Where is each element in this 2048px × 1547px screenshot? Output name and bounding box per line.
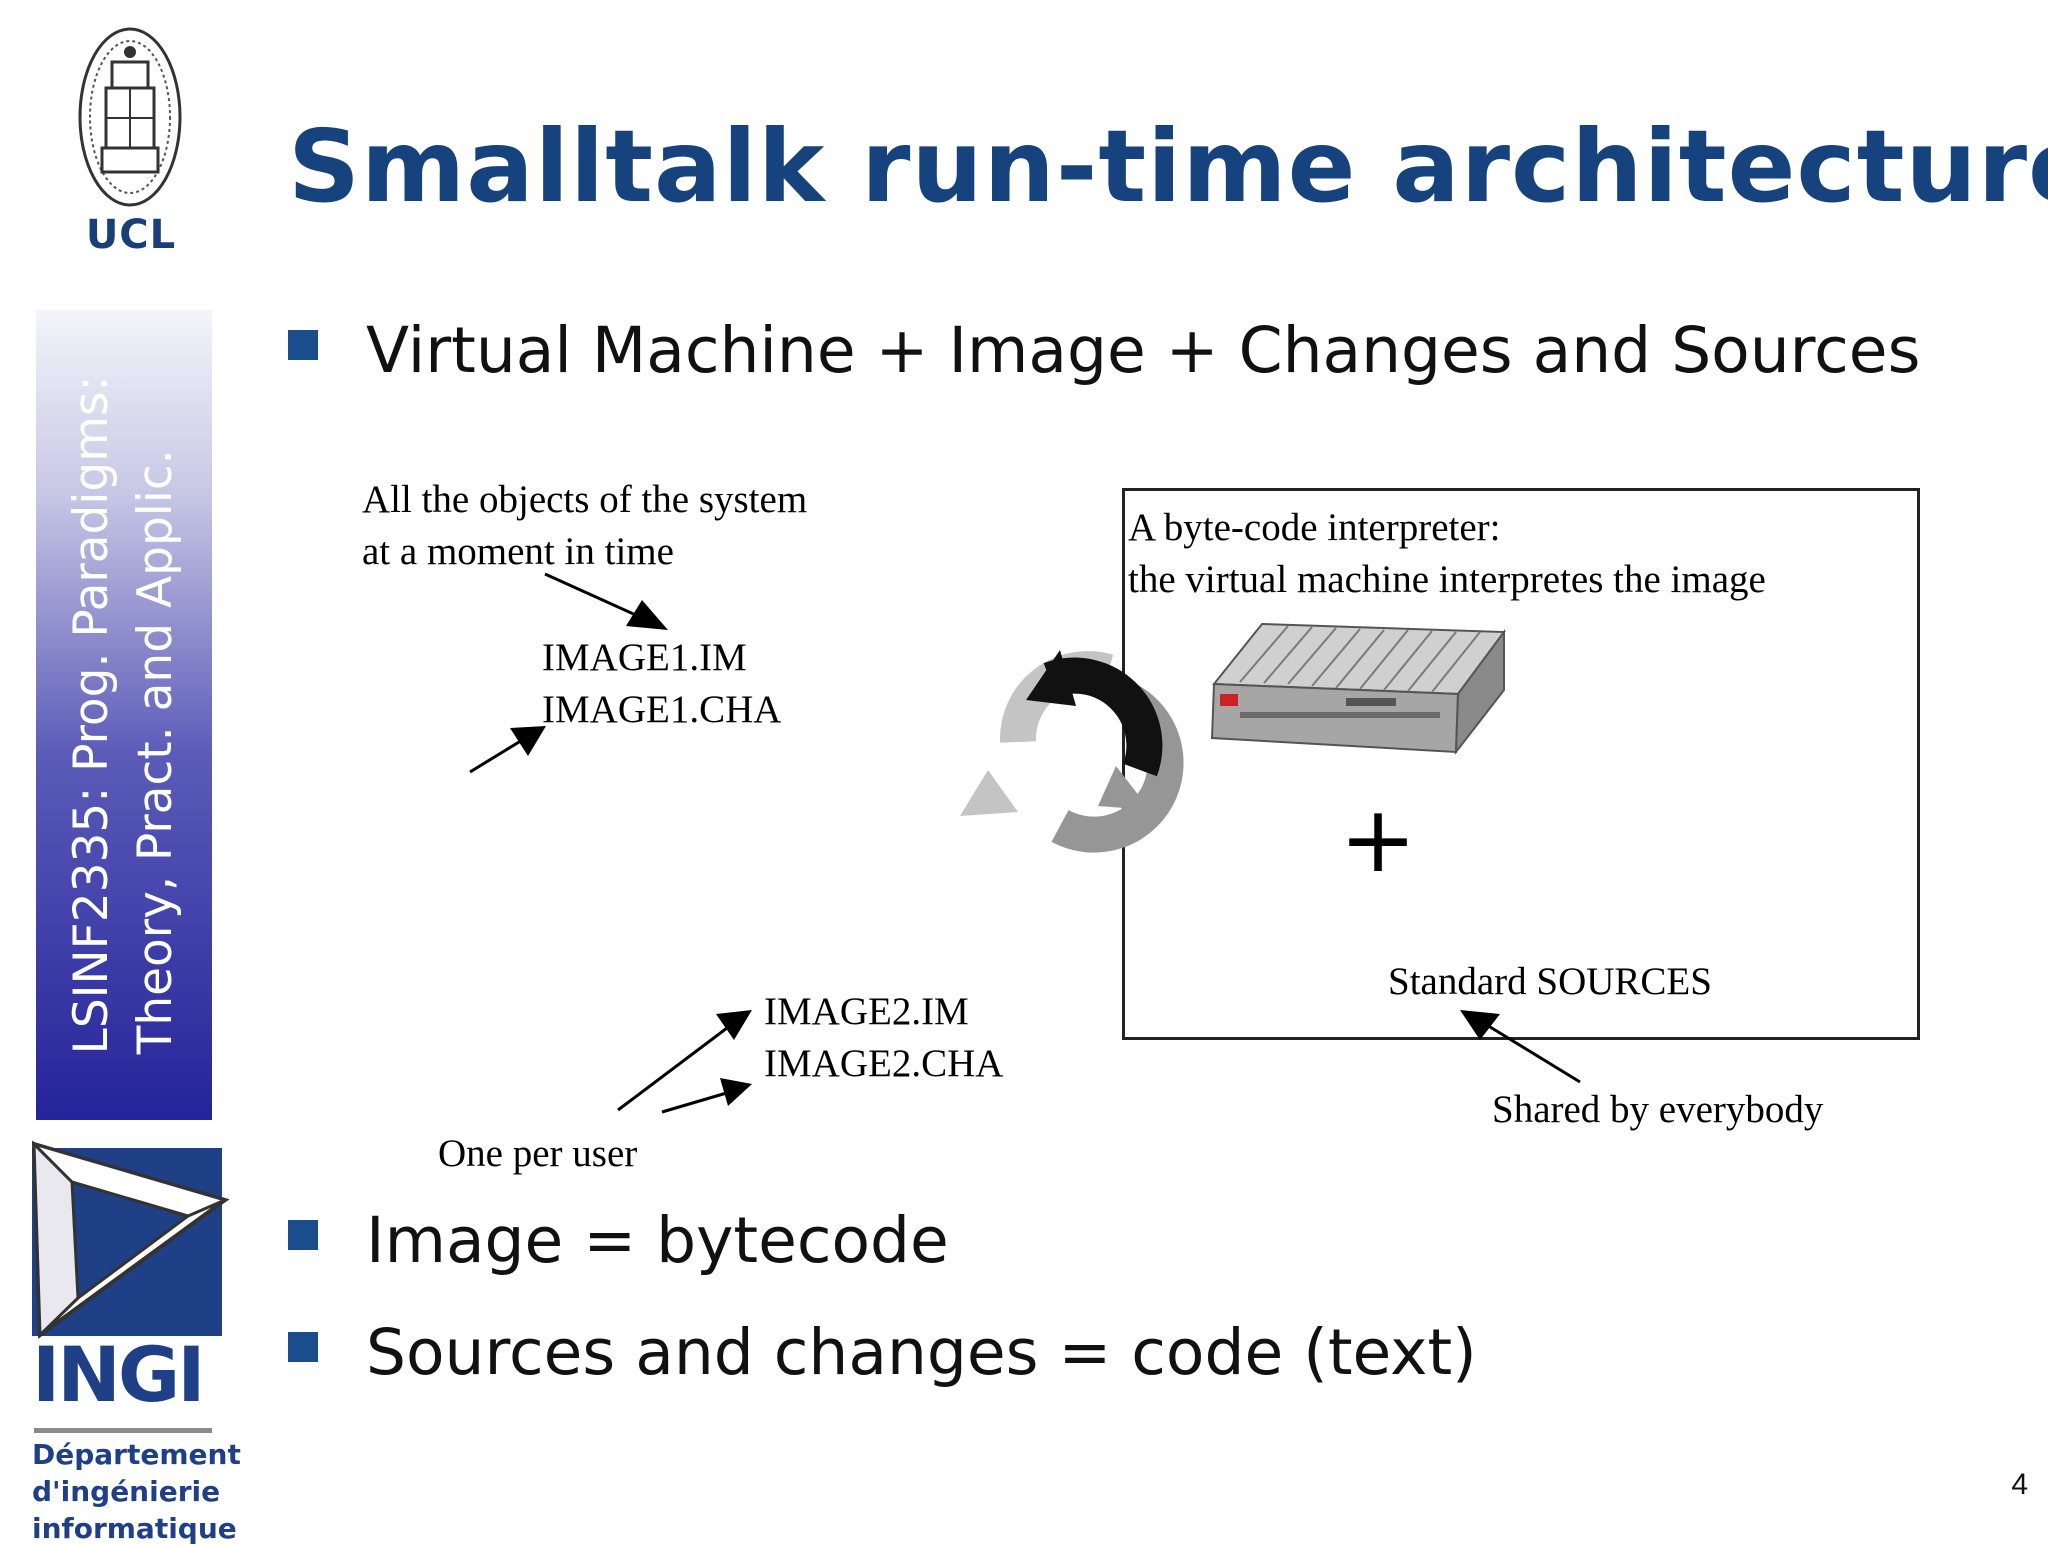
pointer-arrows: [469, 572, 1581, 1114]
vm-box-line2: the virtual machine interpretes the imag…: [1128, 558, 1766, 601]
department-line1: Département: [32, 1438, 241, 1471]
arrow-shared-to-sources: [1481, 1020, 1581, 1084]
sidebar-gradient-band: [36, 310, 212, 1120]
image2-im-file: IMAGE2.IM: [764, 990, 969, 1033]
bullet-marker: [288, 330, 318, 360]
objects-note-line1: All the objects of the system: [362, 478, 808, 521]
image1-cha-file: IMAGE1.CHA: [542, 688, 782, 731]
image2-cha-file: IMAGE2.CHA: [764, 1042, 1004, 1085]
per-user-note: One per user: [438, 1132, 638, 1175]
arrow-user-to-image2-cha: [661, 1090, 731, 1114]
vm-box-line1: A byte-code interpreter:: [1128, 506, 1501, 549]
ingi-logo-text: INGI: [32, 1330, 206, 1419]
university-seal-icon: [78, 27, 182, 207]
bullet-text-1: Virtual Machine + Image + Changes and So…: [366, 314, 1921, 387]
image1-im-file: IMAGE1.IM: [542, 636, 747, 679]
ucl-logo-text: UCL: [85, 212, 177, 258]
page-number: 4: [2011, 1468, 2028, 1501]
bullet-text-2: Image = bytecode: [366, 1204, 949, 1277]
department-line2: d'ingénierie: [32, 1475, 221, 1508]
slide-title: Smalltalk run-time architecture: [288, 108, 2048, 225]
ingi-triangle-logo-icon: [31, 1140, 230, 1339]
shared-note: Shared by everybody: [1492, 1088, 1824, 1131]
server-machine-icon: [1210, 622, 1506, 756]
virtual-machine-box: [1122, 488, 1920, 1040]
logo-divider: [34, 1428, 212, 1433]
bullet-marker: [288, 1332, 318, 1362]
bullet-marker: [288, 1220, 318, 1250]
plus-sign: +: [1339, 786, 1417, 893]
objects-note-line2: at a moment in time: [362, 530, 674, 573]
bullet-text-3: Sources and changes = code (text): [366, 1316, 1477, 1389]
cycle-arrows-icon: [960, 650, 1184, 853]
arrow-user-to-image2-im: [617, 1020, 736, 1112]
standard-sources-label: Standard SOURCES: [1388, 960, 1712, 1003]
